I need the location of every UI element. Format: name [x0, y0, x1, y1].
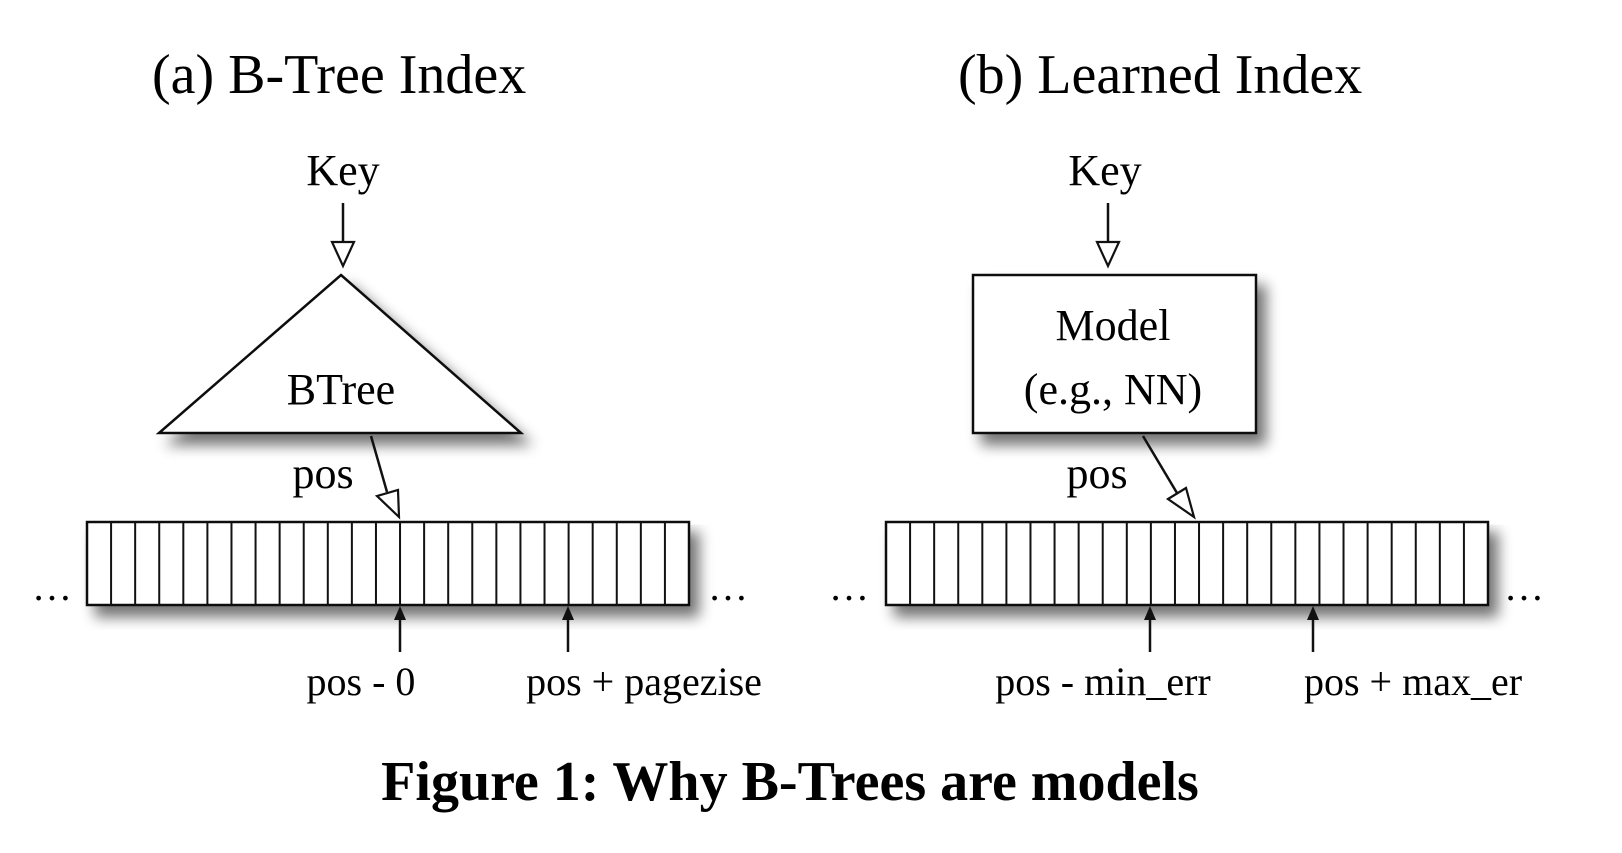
- panel-a-ellipsis-right: …: [708, 564, 748, 609]
- panel-a-key-arrow: [330, 203, 356, 269]
- panel-a: (a) B-Tree Index Key BTree pos … … pos: [32, 44, 762, 704]
- panel-b-pos-label: pos: [1066, 449, 1127, 498]
- panel-a-array: [85, 520, 691, 607]
- panel-a-ellipsis-left: …: [32, 564, 72, 609]
- panel-a-marker-right: [562, 606, 574, 652]
- model-box-label-line1: Model: [1056, 301, 1171, 350]
- panel-b-ellipsis-left: …: [829, 564, 869, 609]
- panel-a-pos-label: pos: [292, 449, 353, 498]
- panel-b-marker-left: [1144, 606, 1156, 652]
- panel-b-array: [884, 520, 1490, 607]
- panel-b-key-label: Key: [1068, 146, 1141, 195]
- panel-b-marker-right-label: pos + max_er: [1304, 659, 1522, 704]
- panel-a-pos-arrow: [369, 435, 401, 520]
- panel-a-marker-left: [394, 606, 406, 652]
- model-box: [971, 273, 1258, 435]
- panel-b-title: (b) Learned Index: [958, 44, 1362, 106]
- panel-b-key-arrow: [1095, 203, 1121, 269]
- panel-a-marker-left-label: pos - 0: [307, 659, 416, 704]
- panel-b-ellipsis-right: …: [1504, 564, 1544, 609]
- panel-b-marker-left-label: pos - min_err: [995, 659, 1211, 704]
- panel-a-marker-right-label: pos + pagezise: [526, 659, 762, 704]
- panel-a-array-frame: [85, 520, 691, 607]
- model-box-label-line2: (e.g., NN): [1024, 365, 1202, 414]
- panel-a-title: (a) B-Tree Index: [152, 44, 526, 106]
- panel-b-marker-right: [1307, 606, 1319, 652]
- panel-a-key-label: Key: [306, 146, 379, 195]
- btree-triangle: [155, 273, 525, 435]
- panel-b-pos-arrow: [1141, 435, 1196, 520]
- panel-b-array-frame: [884, 520, 1490, 607]
- panel-b: (b) Learned Index Key Model (e.g., NN) p…: [829, 44, 1544, 704]
- figure-caption: Figure 1: Why B-Trees are models: [381, 751, 1199, 813]
- btree-node-label: BTree: [287, 365, 395, 414]
